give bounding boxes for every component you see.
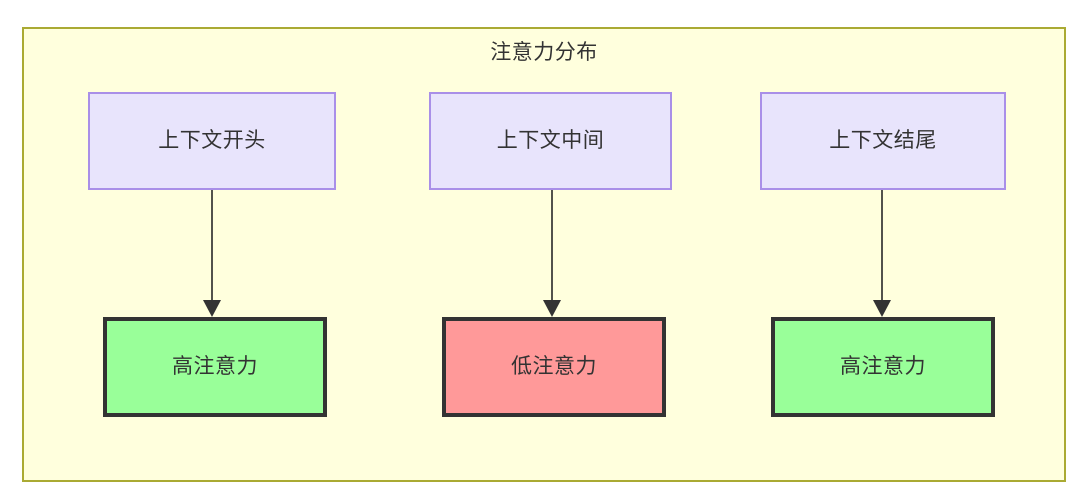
node-low-attention-middle-label: 低注意力: [511, 355, 597, 379]
diagram-title: 注意力分布: [490, 41, 598, 64]
node-context-middle[interactable]: 上下文中间: [429, 92, 672, 190]
node-context-end-label: 上下文结尾: [829, 129, 937, 153]
node-high-attention-end[interactable]: 高注意力: [771, 317, 995, 417]
node-context-start[interactable]: 上下文开头: [88, 92, 336, 190]
node-context-end[interactable]: 上下文结尾: [760, 92, 1006, 190]
node-low-attention-middle[interactable]: 低注意力: [442, 317, 666, 417]
node-high-attention-start-label: 高注意力: [172, 355, 258, 379]
node-context-middle-label: 上下文中间: [496, 129, 605, 153]
node-high-attention-end-label: 高注意力: [840, 355, 926, 379]
node-high-attention-start[interactable]: 高注意力: [103, 317, 327, 417]
node-context-start-label: 上下文开头: [158, 129, 266, 153]
